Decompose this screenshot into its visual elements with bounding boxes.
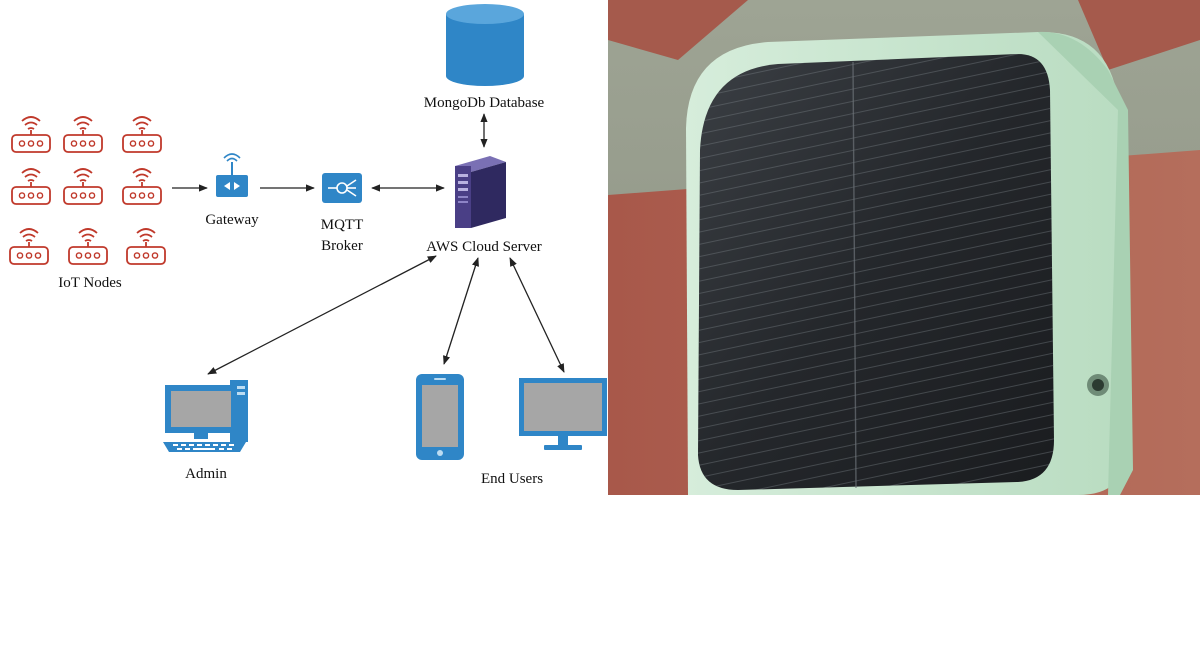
desktop-computer-icon [163, 380, 248, 452]
arrow-server-to-phone [443, 257, 479, 365]
arrow-server-to-admin [207, 255, 437, 375]
sensor-enclosure [686, 31, 1133, 495]
aws-label: AWS Cloud Server [426, 239, 541, 255]
gateway-label: Gateway [205, 212, 259, 228]
wifi-router-icon [9, 228, 49, 265]
brick-top-left [608, 0, 748, 60]
arrow-server-to-monitor [509, 257, 565, 373]
brick-top-right [1078, 0, 1200, 70]
admin-label: Admin [185, 466, 227, 482]
mqtt-broker-icon [322, 173, 362, 203]
mongodb-label: MongoDb Database [424, 95, 545, 111]
mqtt-label-line2: Broker [321, 238, 363, 254]
solar-sensor-photo [608, 0, 1200, 495]
wifi-router-icon [63, 116, 103, 153]
iot-nodes-label: IoT Nodes [58, 275, 122, 291]
wifi-router-icon [68, 228, 108, 265]
mqtt-label-line1: MQTT [321, 217, 364, 233]
monitor-icon [519, 378, 607, 450]
connectors [172, 113, 565, 375]
wifi-router-icon [122, 168, 162, 205]
server-tower-icon [455, 156, 506, 228]
wifi-router-icon [11, 116, 51, 153]
wifi-router-icon [63, 168, 103, 205]
wifi-router-icon [126, 228, 166, 265]
database-cylinder-icon [446, 4, 524, 86]
iot-nodes-group [9, 116, 166, 265]
gateway-antenna-icon [216, 153, 248, 197]
wifi-router-icon [122, 116, 162, 153]
smartphone-icon [416, 374, 464, 460]
end-users-label: End Users [481, 471, 543, 487]
wifi-router-icon [11, 168, 51, 205]
